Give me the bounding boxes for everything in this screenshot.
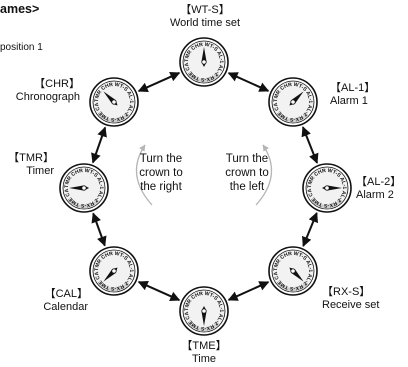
double-arrow-icon [137,72,181,92]
mode-code: 【AL-2】 [356,176,402,188]
instruction-line: the left [229,181,265,193]
double-arrow-icon [91,126,107,164]
curved-arrow-icon [255,144,273,206]
mode-code: 【WT-S】 [180,4,230,16]
mode-name: Alarm 2 [356,189,394,201]
mode-label-cal: 【CAL】 Calendar [10,288,88,314]
double-arrow-icon [227,281,270,301]
double-arrow-icon [227,72,270,92]
turn-right-instruction: Turn the crown to the right [126,152,196,194]
mode-code: 【CAL】 [44,288,88,300]
mode-label-al-1: 【AL-1】 Alarm 1 [330,82,375,108]
instruction-line: crown to [139,167,183,179]
mode-label-rx-s: 【RX-S】 Receive set [322,286,379,312]
mode-label-tmr: 【TMR】 Timer [4,152,54,178]
mode-name: Time [191,353,217,365]
mode-label-tme: 【TME】 Time [164,340,244,366]
double-arrow-icon [137,281,181,301]
mode-code: 【AL-1】 [330,82,376,94]
instruction-line: Turn the [225,153,269,165]
mode-name: Alarm 1 [330,95,368,107]
page-title: ames> [0,2,40,16]
mode-name: Timer [26,165,54,177]
mode-name: Calendar [43,301,88,313]
watch-dial-icon: TMR CHR WT-S AL-1 AL-2 RX-S TME CAL [0,0,318,296]
mode-code: 【RX-S】 [322,286,371,298]
page-subtitle: position 1 [0,42,43,53]
turn-left-instruction: Turn the crown to the left [212,152,282,194]
mode-name: Receive set [322,299,380,311]
mode-label-chr: 【CHR】 Chronograph [0,78,80,104]
instruction-line: crown to [225,167,269,179]
mode-code: 【TME】 [181,340,227,352]
double-arrow-icon [302,212,318,247]
mode-code: 【CHR】 [34,78,80,90]
double-arrows-group [91,72,319,301]
mode-name: World time set [169,17,241,29]
mode-label-al-2: 【AL-2】 Alarm 2 [356,176,401,202]
double-arrow-icon [91,212,107,247]
svg-text:TMR CHR WT-S AL-1 AL-2 RX-S TM: TMR CHR WT-S AL-1 AL-2 RX-S TME CAL [0,0,313,291]
instruction-line: Turn the [139,153,183,165]
curved-arrow-icon [135,144,153,206]
mode-code: 【TMR】 [8,152,54,164]
watch-dial-icon: TMR CHR WT-S AL-1 AL-2 RX-S TME CAL [0,0,139,127]
mode-name: Chronograph [15,91,80,103]
double-arrow-icon [301,126,319,164]
mode-label-wt-s: 【WT-S】 World time set [140,4,270,30]
instruction-line: the right [140,181,182,193]
